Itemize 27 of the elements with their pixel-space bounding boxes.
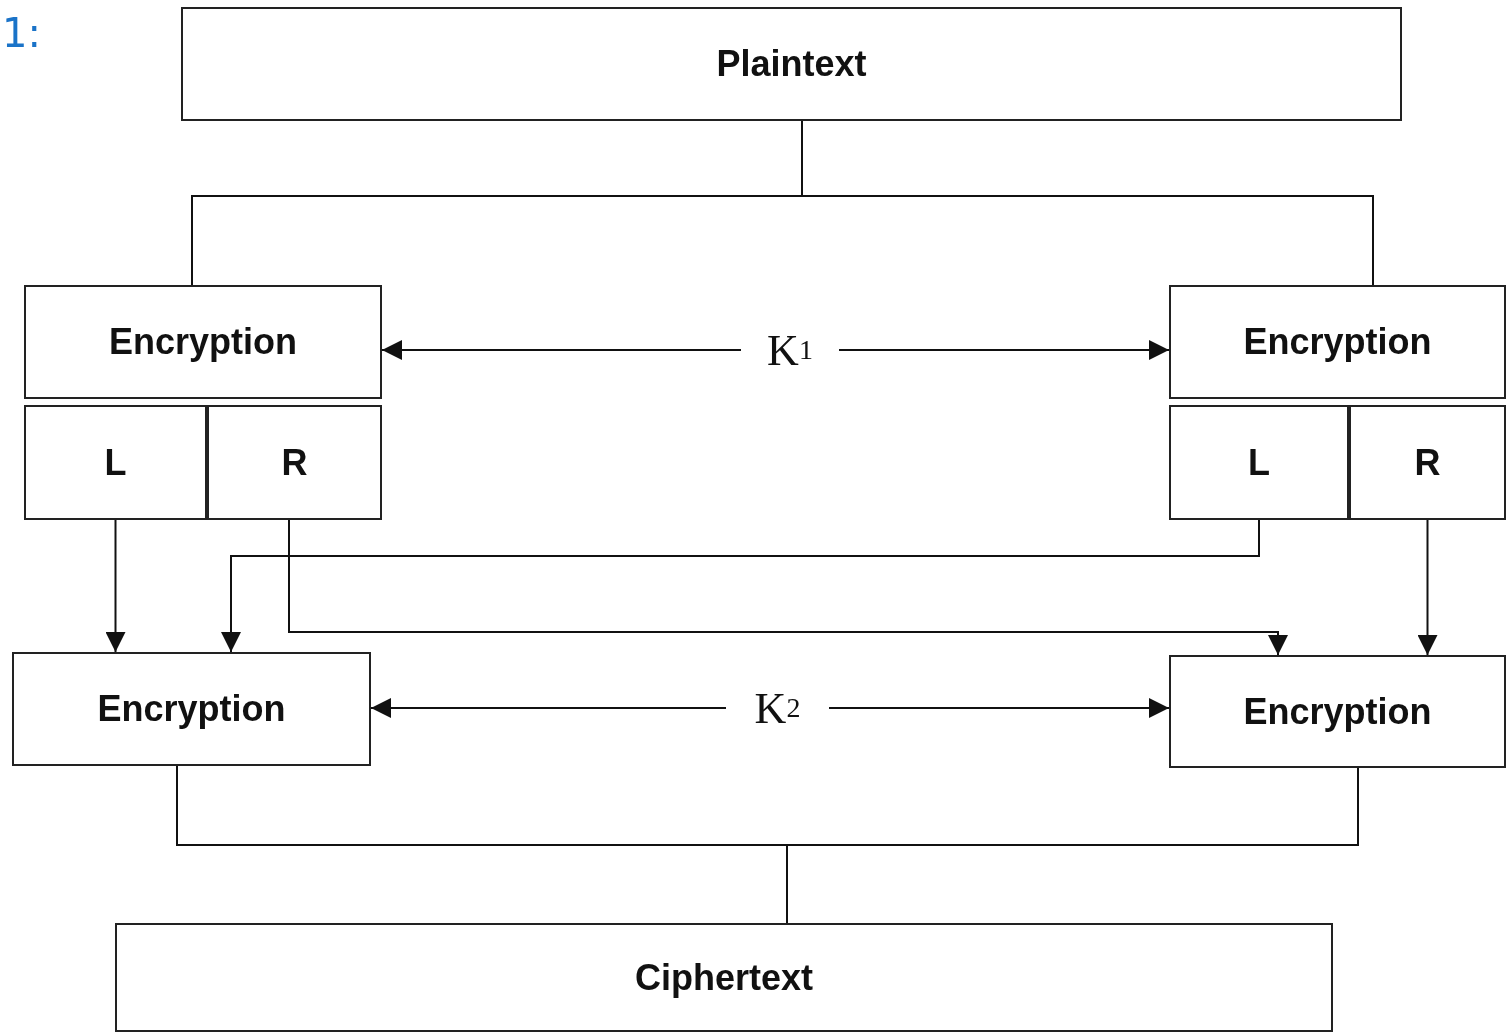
box-label: Ciphertext xyxy=(635,956,813,999)
box-label: L xyxy=(1248,441,1270,484)
arrow xyxy=(105,519,126,653)
box-label: Plaintext xyxy=(716,43,867,85)
process-box xyxy=(24,405,207,520)
arrow xyxy=(828,698,1170,718)
box-label: R xyxy=(281,441,308,484)
box-label: Encryption xyxy=(1243,321,1432,363)
box-label: Encryption xyxy=(97,688,286,730)
process-box xyxy=(1349,405,1506,520)
arrow xyxy=(381,340,742,360)
process-box xyxy=(181,7,1402,121)
arrow xyxy=(370,698,727,718)
arrow xyxy=(1417,519,1438,656)
process-box xyxy=(115,923,1333,1032)
box-label: Encryption xyxy=(109,321,297,363)
box-label: Encryption xyxy=(1243,690,1432,733)
process-box xyxy=(1169,285,1506,399)
process-box xyxy=(24,285,382,399)
process-box xyxy=(12,652,371,766)
process-box xyxy=(207,405,382,520)
process-box xyxy=(1169,405,1349,520)
box-label: R xyxy=(1414,441,1441,484)
figure-number: 1: xyxy=(2,10,41,56)
box-label: L xyxy=(104,441,127,484)
process-box xyxy=(1169,655,1506,768)
arrow xyxy=(838,340,1170,360)
